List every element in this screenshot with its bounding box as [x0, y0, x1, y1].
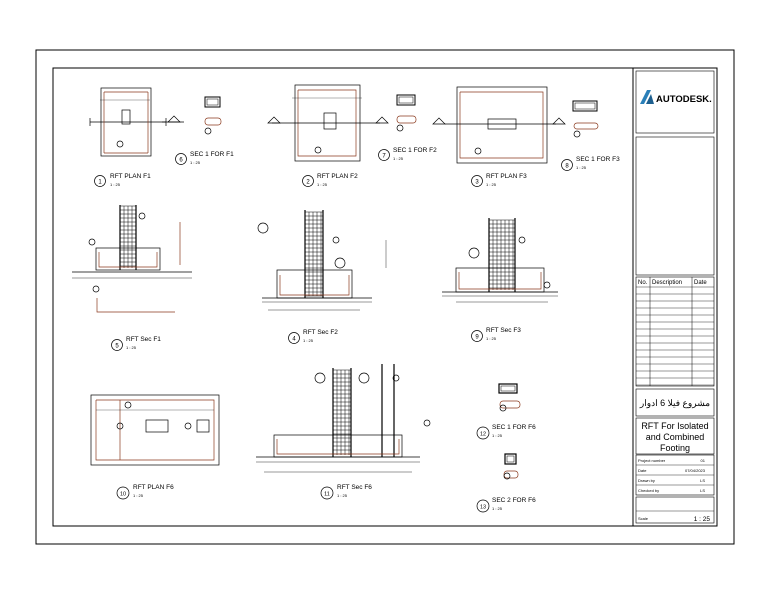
view-number: 10 — [120, 492, 126, 498]
view-title: RFT Sec F2 — [303, 329, 338, 336]
view-title-10: 10 RFT PLAN F6 1 : 25 — [116, 484, 174, 500]
view-title: SEC 1 FOR F2 — [393, 147, 437, 154]
view-2-plan-drawing — [267, 84, 389, 162]
view-title-11: 11 RFT Sec F6 1 : 25 — [320, 484, 372, 500]
view-title-5: 5 RFT Sec F1 1 : 25 — [111, 336, 161, 351]
project-name: مشروع فيلا 6 ادوار — [639, 398, 710, 409]
view-3-plan-drawing — [432, 86, 566, 164]
sheet-title-line-3: Footing — [660, 443, 690, 453]
field-value: LS — [700, 488, 705, 493]
view-number: 9 — [475, 335, 479, 341]
field-value: 01 — [701, 458, 706, 463]
view-title: RFT PLAN F1 — [110, 173, 151, 180]
title-block: AUTODESK. No. Description Date مشروع فيل… — [632, 67, 718, 527]
view-scale: 1 : 25 — [317, 182, 328, 187]
view-number: 3 — [475, 180, 479, 186]
view-title-7: 7 SEC 1 FOR F2 1 : 25 — [378, 147, 437, 161]
info-fields: Project number 01 Date 07/04/2023 Drawn … — [635, 454, 715, 496]
view-title: SEC 1 FOR F1 — [190, 151, 234, 158]
field-label: Date — [638, 468, 647, 473]
view-number: 1 — [98, 180, 102, 186]
view-7-section-drawing — [396, 94, 417, 132]
view-title-6: 6 SEC 1 FOR F1 1 : 25 — [175, 151, 234, 165]
view-title: SEC 1 FOR F3 — [576, 156, 620, 163]
view-scale: 1 : 25 — [190, 160, 201, 165]
view-title: RFT Sec F3 — [486, 327, 521, 334]
sheet-title-line-2: and Combined — [646, 432, 705, 442]
view-scale: 1 : 25 — [337, 493, 348, 498]
view-title: RFT Sec F1 — [126, 336, 161, 343]
notes-area — [635, 136, 715, 276]
view-11-section-drawing — [256, 364, 431, 473]
view-scale: 1 : 25 — [486, 336, 497, 341]
view-title-3: 3 RFT PLAN F3 1 : 25 — [471, 173, 527, 187]
view-8-section-drawing — [572, 100, 599, 138]
rev-col-date: Date — [694, 280, 707, 286]
view-scale: 1 : 25 — [110, 182, 121, 187]
rev-col-no: No. — [638, 280, 648, 286]
view-scale: 1 : 25 — [486, 182, 497, 187]
field-label: Checked by — [638, 488, 659, 493]
view-titles: 1 RFT PLAN F1 1 : 25 2 RFT PLAN F2 1 : 2… — [94, 147, 620, 513]
view-number: 2 — [306, 180, 310, 186]
sheet-title-line-1: RFT For Isolated — [641, 421, 708, 431]
view-title-13: 13 SEC 2 FOR F6 1 : 25 — [476, 497, 536, 513]
view-title: RFT PLAN F2 — [317, 173, 358, 180]
scale-label: Scale — [638, 516, 649, 521]
view-number: 8 — [565, 164, 569, 170]
view-scale: 1 : 25 — [492, 506, 503, 511]
view-scale: 1 : 25 — [576, 165, 587, 170]
view-title-2: 2 RFT PLAN F2 1 : 25 — [302, 173, 358, 187]
view-number: 6 — [179, 158, 183, 164]
view-number: 13 — [480, 505, 486, 511]
view-6-section-drawing — [204, 96, 222, 135]
view-title: RFT PLAN F6 — [133, 484, 174, 491]
view-9-section-drawing — [442, 218, 558, 303]
view-scale: 1 : 25 — [133, 493, 144, 498]
view-number: 7 — [382, 154, 386, 160]
view-13-section-drawing — [503, 453, 519, 480]
view-title-4: 4 RFT Sec F2 1 : 25 — [288, 329, 338, 344]
view-title-12: 12 SEC 1 FOR F6 1 : 25 — [476, 424, 536, 440]
view-title: SEC 1 FOR F6 — [492, 424, 536, 431]
view-scale: 1 : 25 — [126, 345, 137, 350]
view-1-plan-drawing — [89, 87, 184, 157]
view-scale: 1 : 25 — [393, 156, 404, 161]
view-5-section-drawing — [72, 205, 192, 313]
drawing-geometry — [72, 84, 599, 480]
field-label: Project number — [638, 458, 666, 463]
outer-border — [35, 49, 735, 545]
scale-value: 1 : 25 — [694, 516, 711, 523]
view-title-8: 8 SEC 1 FOR F3 1 : 25 — [561, 156, 620, 171]
view-title-1: 1 RFT PLAN F1 1 : 25 — [94, 173, 151, 187]
view-number: 5 — [115, 344, 119, 350]
view-number: 12 — [480, 432, 486, 438]
view-scale: 1 : 25 — [492, 433, 503, 438]
autodesk-logo: AUTODESK. — [640, 90, 712, 105]
field-label: Drawn by — [638, 478, 655, 483]
rev-col-description: Description — [652, 280, 682, 286]
logo-text: AUTODESK. — [656, 94, 712, 105]
view-title: RFT Sec F6 — [337, 484, 372, 491]
view-title: RFT PLAN F3 — [486, 173, 527, 180]
view-10-plan-drawing — [90, 394, 220, 466]
view-title-9: 9 RFT Sec F3 1 : 25 — [471, 327, 521, 342]
revision-table: No. Description Date — [635, 276, 715, 387]
field-value: 07/04/2023 — [685, 468, 706, 473]
view-scale: 1 : 25 — [303, 338, 314, 343]
view-12-section-drawing — [498, 383, 521, 412]
view-number: 11 — [324, 492, 330, 498]
view-number: 4 — [292, 337, 296, 343]
view-title: SEC 2 FOR F6 — [492, 497, 536, 504]
field-value: LS — [700, 478, 705, 483]
view-4-section-drawing — [257, 210, 387, 311]
